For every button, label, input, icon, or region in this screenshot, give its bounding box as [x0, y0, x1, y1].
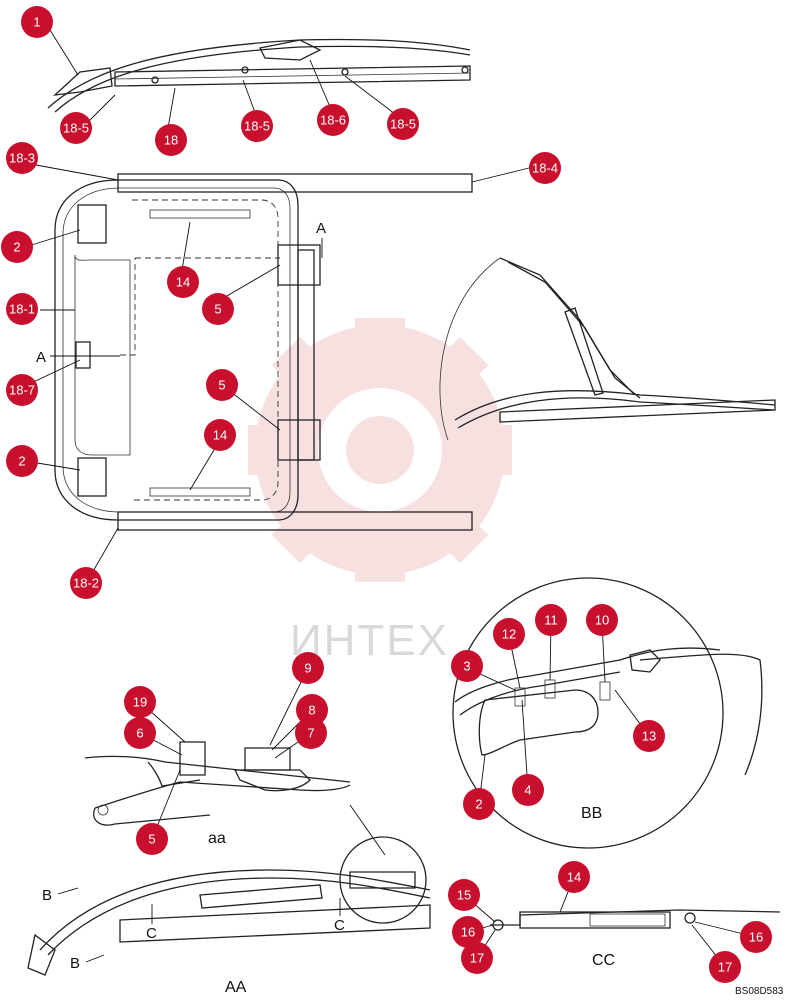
svg-text:13: 13: [642, 729, 656, 744]
section-label-c-right: C: [334, 917, 345, 934]
caption-aa-big: AA: [225, 979, 247, 996]
svg-text:17: 17: [470, 951, 484, 966]
detail-cc: [490, 909, 781, 931]
svg-text:18-7: 18-7: [9, 383, 35, 398]
callout-18-5: 18-5: [241, 110, 273, 142]
callout-18-5: 18-5: [387, 108, 419, 140]
svg-text:18-5: 18-5: [390, 117, 416, 132]
svg-text:17: 17: [718, 960, 732, 975]
callout-17: 17: [709, 951, 741, 983]
open-hatch-view: [439, 257, 776, 441]
svg-text:14: 14: [213, 428, 227, 443]
svg-text:18-4: 18-4: [532, 161, 558, 176]
svg-text:8: 8: [308, 703, 315, 718]
svg-text:18-2: 18-2: [73, 576, 99, 591]
callout-9: 9: [292, 652, 324, 684]
svg-text:7: 7: [307, 726, 314, 741]
svg-text:2: 2: [18, 454, 25, 469]
callout-16: 16: [740, 921, 772, 953]
callout-14: 14: [167, 266, 199, 298]
svg-text:18: 18: [164, 133, 178, 148]
svg-text:9: 9: [304, 661, 311, 676]
callout-18-6: 18-6: [317, 104, 349, 136]
section-label-a-left: A: [36, 349, 46, 366]
callout-14: 14: [558, 861, 590, 893]
svg-text:16: 16: [461, 925, 475, 940]
svg-text:2: 2: [13, 240, 20, 255]
callout-12: 12: [493, 618, 525, 650]
svg-text:12: 12: [502, 627, 516, 642]
callout-2: 2: [6, 445, 38, 477]
svg-text:16: 16: [749, 930, 763, 945]
svg-text:5: 5: [218, 378, 225, 393]
callout-18-5: 18-5: [60, 112, 92, 144]
section-label-b-upper: B: [42, 887, 52, 904]
svg-text:3: 3: [463, 659, 470, 674]
svg-text:5: 5: [214, 302, 221, 317]
callout-15: 15: [448, 879, 480, 911]
callout-5: 5: [206, 369, 238, 401]
detail-bb: [452, 577, 763, 849]
callout-3: 3: [451, 650, 483, 682]
callout-18-4: 18-4: [529, 152, 561, 184]
callout-18-2: 18-2: [70, 567, 102, 599]
callout-1: 1: [21, 6, 53, 38]
svg-text:11: 11: [544, 613, 558, 628]
svg-text:18-6: 18-6: [320, 113, 346, 128]
svg-text:19: 19: [133, 695, 147, 710]
callout-5: 5: [202, 293, 234, 325]
callout-14: 14: [204, 419, 236, 451]
svg-text:18-3: 18-3: [9, 151, 35, 166]
svg-text:14: 14: [567, 870, 581, 885]
svg-text:5: 5: [148, 832, 155, 847]
svg-text:2: 2: [475, 797, 482, 812]
callout-5: 5: [136, 823, 168, 855]
callout-18-3: 18-3: [6, 142, 38, 174]
document-id: BS08D583: [735, 986, 784, 997]
callout-4: 4: [512, 774, 544, 806]
svg-text:4: 4: [524, 783, 531, 798]
callout-13: 13: [633, 720, 665, 752]
callout-11: 11: [535, 604, 567, 636]
svg-text:18-5: 18-5: [63, 121, 89, 136]
watermark-gear-logo: [248, 318, 512, 582]
svg-text:14: 14: [176, 275, 190, 290]
section-label-b-lower: B: [70, 955, 80, 972]
callout-16: 16: [452, 916, 484, 948]
svg-text:18-5: 18-5: [244, 119, 270, 134]
section-label-a-top: A: [316, 220, 326, 237]
callout-balloons: 1 18-5 18 18-5 18-6 18-5 18-3 18-4 2 14 …: [1, 6, 772, 983]
detail-aa: [84, 741, 386, 856]
caption-cc: CC: [592, 952, 615, 969]
svg-text:10: 10: [595, 613, 609, 628]
svg-text:18-1: 18-1: [9, 302, 35, 317]
callout-2: 2: [1, 231, 33, 263]
detail-aa-large: [27, 836, 431, 976]
caption-bb: BB: [581, 805, 602, 822]
svg-text:15: 15: [457, 888, 471, 903]
callout-6: 6: [124, 717, 156, 749]
frame-plan-view: [54, 173, 473, 531]
callout-18-1: 18-1: [6, 293, 38, 325]
callout-8: 8: [296, 694, 328, 726]
callout-18-7: 18-7: [6, 374, 38, 406]
callout-19: 19: [124, 686, 156, 718]
callout-10: 10: [586, 604, 618, 636]
callout-7: 7: [295, 717, 327, 749]
caption-aa-small: aa: [208, 830, 226, 847]
callout-18: 18: [155, 124, 187, 156]
callout-2: 2: [463, 788, 495, 820]
svg-text:6: 6: [136, 726, 143, 741]
callout-17: 17: [461, 942, 493, 974]
section-label-c-left: C: [146, 925, 157, 942]
svg-text:1: 1: [33, 15, 40, 30]
top-side-view: [47, 38, 471, 113]
